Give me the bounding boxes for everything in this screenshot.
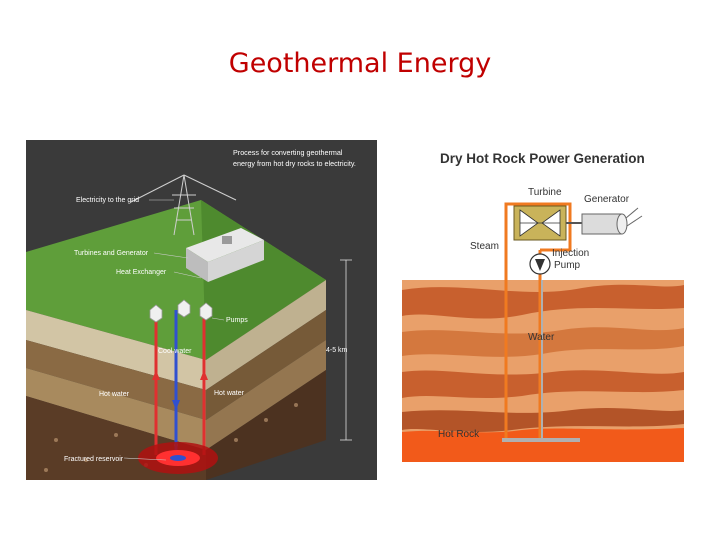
geothermal-process-illustration: Process for converting geothermal energy… [26,140,377,480]
label-hot-water-left: Hot water [99,391,130,398]
label-water: Water [528,332,555,343]
turbine-icon [513,205,567,241]
injection-pump-icon [529,253,551,275]
depth-bracket [340,259,352,441]
fractured-reservoir [138,442,218,474]
caption-line-2: energy from hot dry rocks to electricity… [233,159,356,168]
steam-water-pipe-loop [504,202,572,440]
label-turbines-generator: Turbines and Generator [74,250,149,257]
wells [152,310,208,455]
label-steam: Steam [470,241,499,252]
label-cool-water: Cool water [158,348,192,355]
dry-hot-rock-diagram: Dry Hot Rock Power Generation Turbine Ge… [402,140,684,462]
dry-hot-rock-illustration: Dry Hot Rock Power Generation Turbine Ge… [402,140,684,462]
geothermal-process-diagram: Process for converting geothermal energy… [26,140,377,480]
slide-title: Geothermal Energy [228,48,492,79]
label-electricity-grid: Electricity to the grid [76,197,139,204]
right-diagram-title: Dry Hot Rock Power Generation [440,151,645,166]
generator-icon [566,207,643,235]
soil-layer [26,310,206,390]
pump-heads [149,299,213,323]
label-hot-rock: Hot Rock [438,429,480,440]
label-heat-exchanger: Heat Exchanger [116,269,167,276]
label-turbine: Turbine [528,187,562,198]
caption-line-1: Process for converting geothermal [233,148,343,157]
hot-rock-layer [402,428,684,462]
label-fractured-reservoir: Fractured reservoir [64,456,124,463]
label-generator: Generator [584,194,630,205]
label-pump: Pump [554,260,581,271]
label-depth: 4-5 km [326,347,348,354]
transmission-tower-icon [130,174,237,236]
label-pumps: Pumps [226,317,248,324]
label-injection: Injection [552,248,589,259]
label-hot-water-right: Hot water [214,390,245,397]
rock-layer [26,340,206,420]
power-plant-building [186,228,264,282]
